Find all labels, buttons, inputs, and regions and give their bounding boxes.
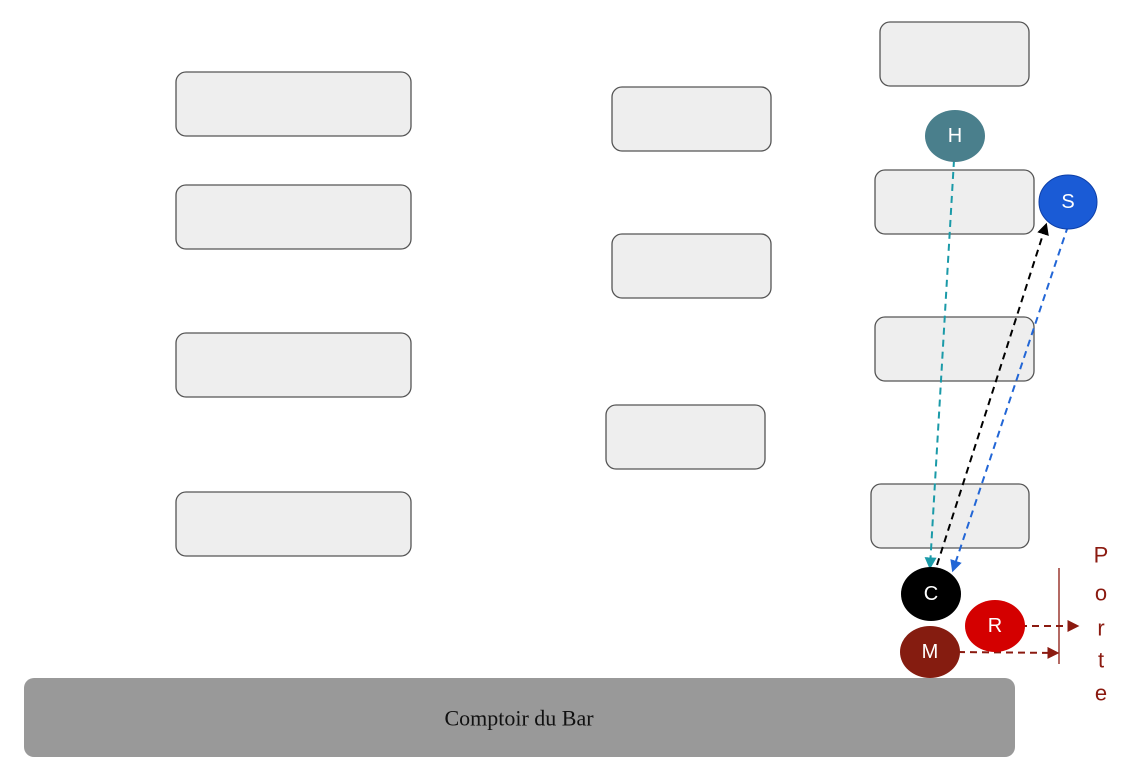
person-c-label: C <box>924 583 938 605</box>
path-m-to-door <box>957 646 1060 659</box>
door-letter-2: o <box>1095 581 1107 606</box>
table-right-2 <box>874 169 1035 235</box>
table-right-4 <box>870 483 1030 549</box>
door-letter-4: t <box>1098 648 1104 673</box>
person-m-label: M <box>922 641 939 663</box>
person-h-label: H <box>948 125 962 147</box>
table-middle-1 <box>611 86 772 152</box>
table-left-1 <box>175 71 412 137</box>
table-right-1 <box>879 21 1030 87</box>
path-s-to-c <box>950 225 1069 573</box>
table-left-4 <box>175 491 412 557</box>
door-letter-5: e <box>1095 681 1107 706</box>
table-left-3 <box>175 332 412 398</box>
table-middle-3 <box>605 404 766 470</box>
table-left-2 <box>175 184 412 250</box>
table-right-3 <box>874 316 1035 382</box>
door-letter-1: P <box>1094 543 1109 568</box>
person-h: H <box>925 110 985 162</box>
door-letter-3: r <box>1097 616 1104 641</box>
person-r-label: R <box>988 615 1002 637</box>
table-middle-2 <box>611 233 772 299</box>
person-m: M <box>900 626 960 678</box>
person-s-label: S <box>1061 191 1074 213</box>
path-h-to-c <box>924 159 955 570</box>
bar-counter <box>24 678 1015 757</box>
person-r: R <box>965 600 1025 652</box>
person-s: S <box>1038 174 1098 230</box>
bar-counter-label: Comptoir du Bar <box>444 706 594 731</box>
person-c: C <box>901 567 961 621</box>
